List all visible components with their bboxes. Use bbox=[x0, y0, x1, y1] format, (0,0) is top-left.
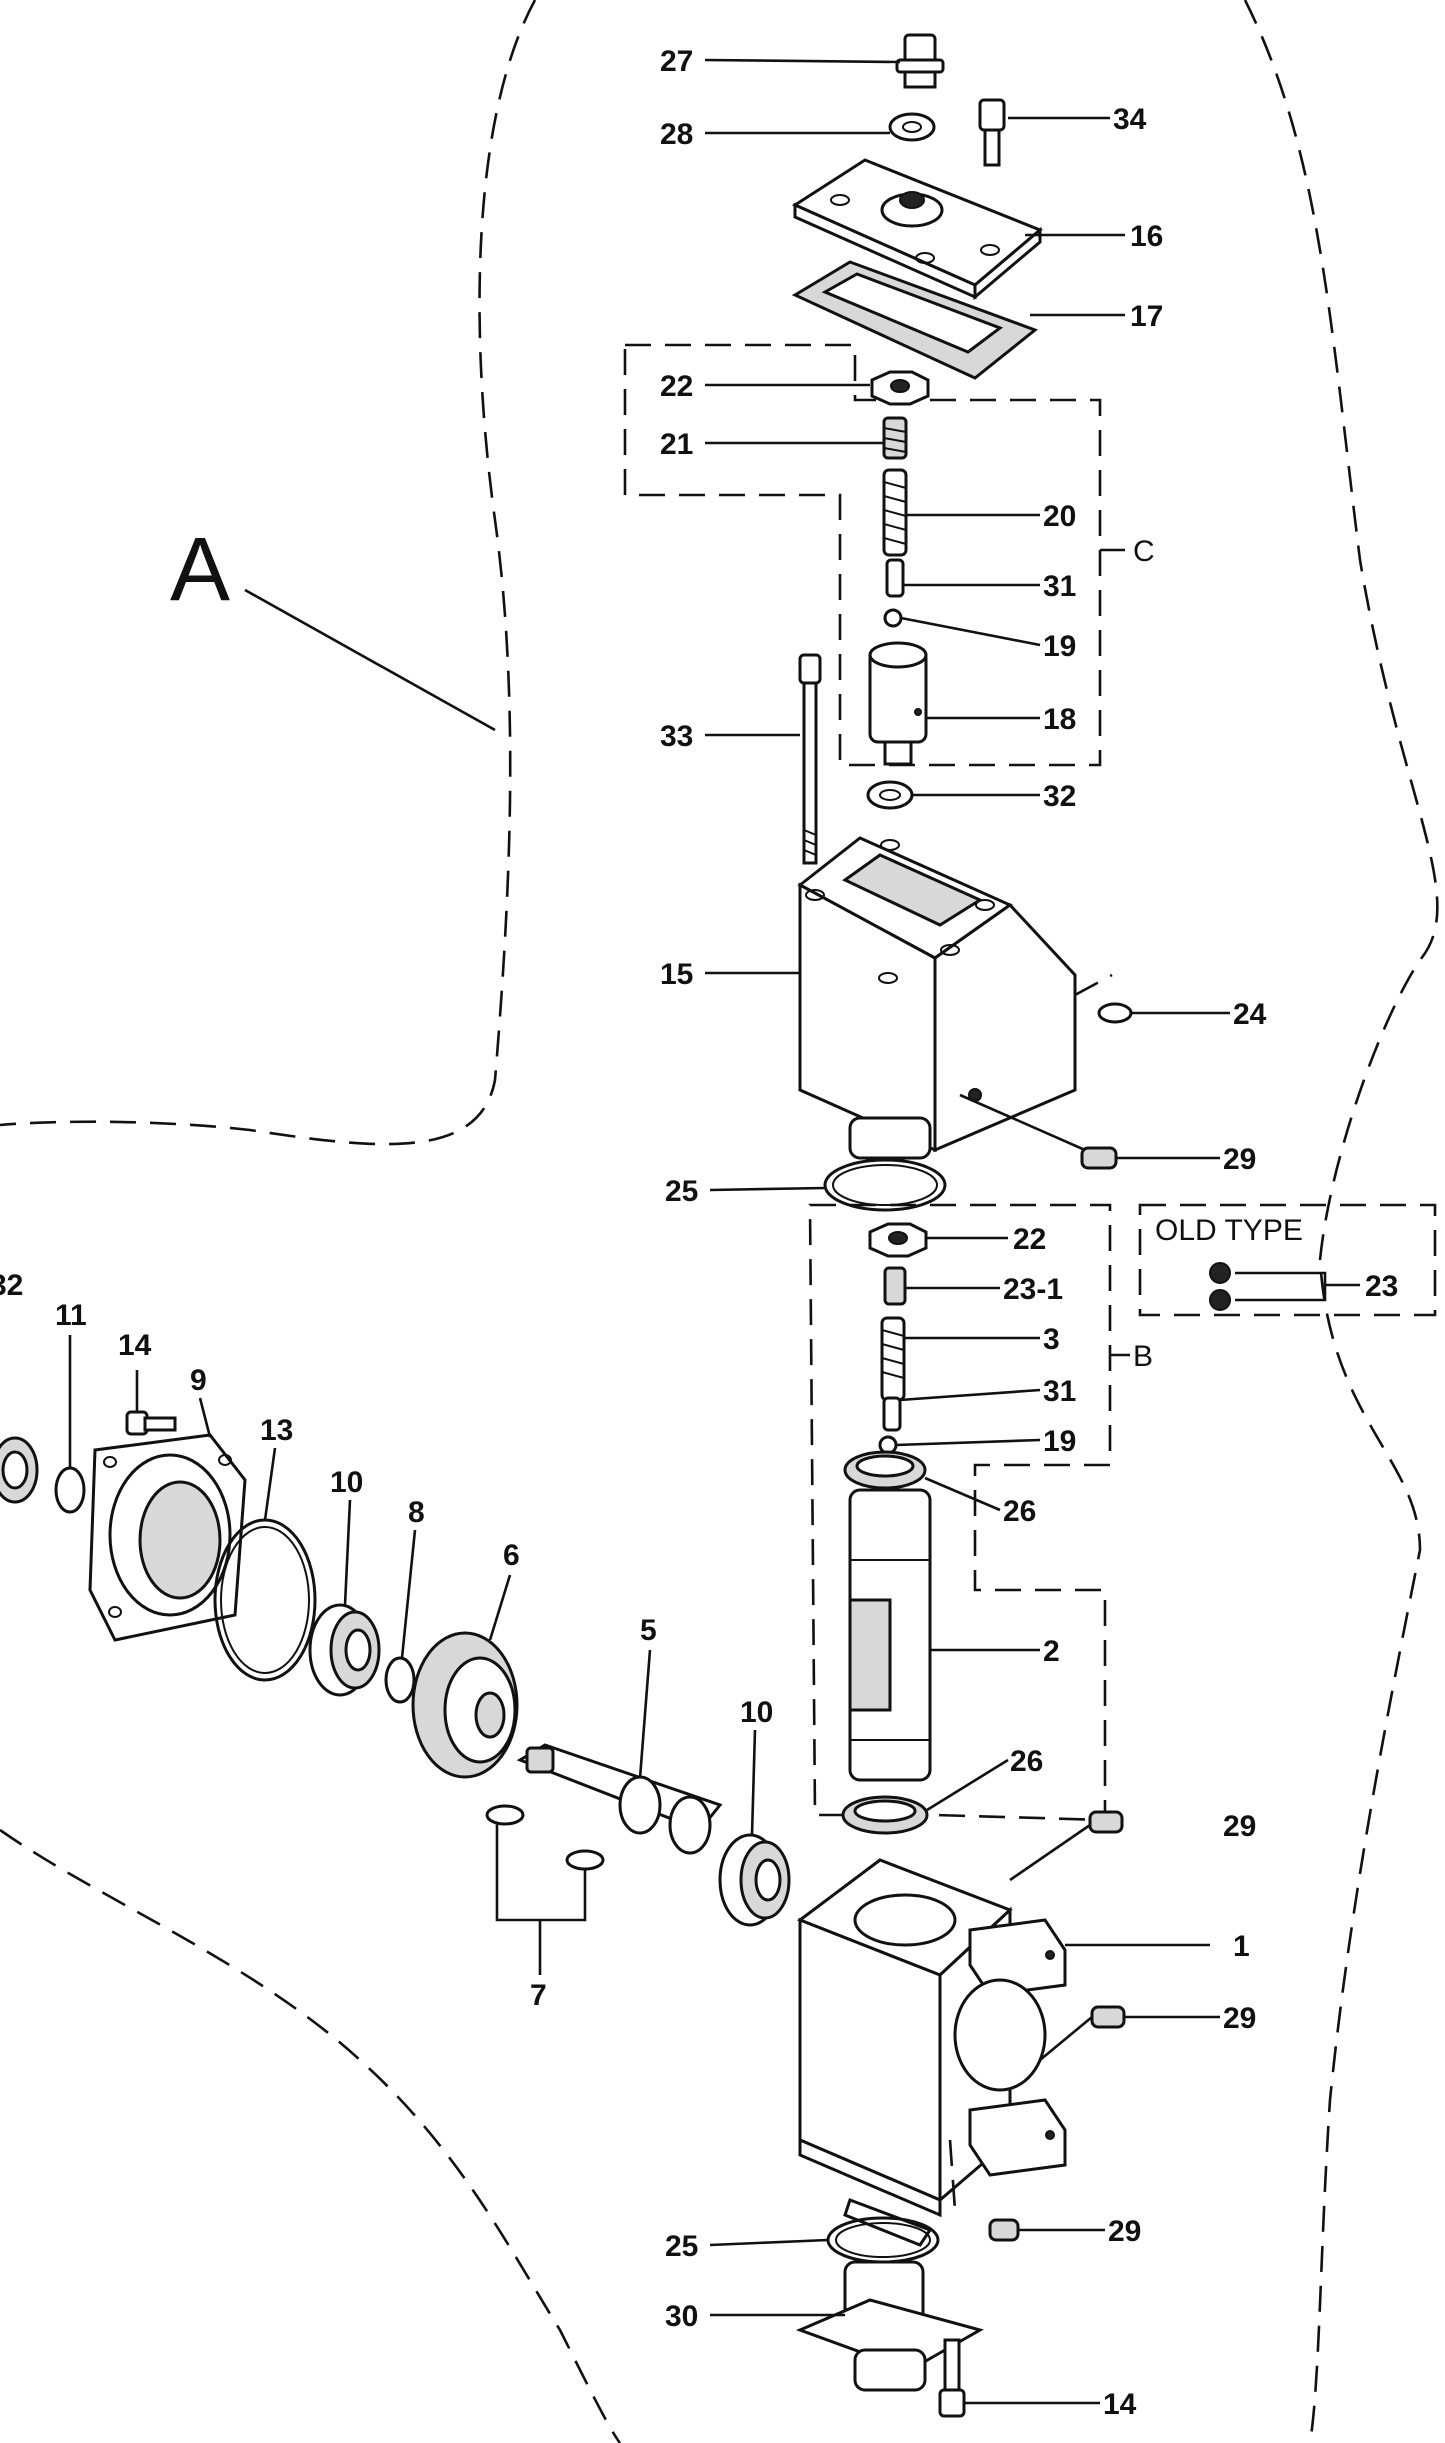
label-13: 13 bbox=[260, 1414, 293, 1447]
part-26-ring-upper bbox=[843, 1450, 927, 1490]
part-25-oring-upper bbox=[823, 1158, 947, 1212]
part-3-spring bbox=[880, 1316, 906, 1402]
label-21: 21 bbox=[660, 428, 693, 461]
label-old-type: OLD TYPE bbox=[1155, 1214, 1303, 1247]
part-labels: 27 28 34 16 17 22 21 20 C 31 19 33 18 32… bbox=[0, 45, 1398, 2421]
part-21-spring-small bbox=[882, 416, 908, 460]
label-19-upper: 19 bbox=[1043, 630, 1076, 663]
part-7-keys bbox=[485, 1804, 605, 1871]
part-10-bearing-left bbox=[308, 1603, 381, 1697]
part-5-shaft bbox=[516, 1743, 723, 1855]
label-b: B bbox=[1133, 1340, 1153, 1373]
label-27: 27 bbox=[660, 45, 693, 78]
outer-boundary-right bbox=[1243, 0, 1439, 2443]
part-29-plug-c bbox=[988, 2218, 1020, 2242]
label-26-lower: 26 bbox=[1010, 1745, 1043, 1778]
part-2-sleeve bbox=[848, 1488, 932, 1782]
outer-boundary-bottom-left bbox=[0, 1828, 622, 2443]
part-19-ball-upper bbox=[883, 608, 903, 628]
part-8-ring bbox=[384, 1656, 416, 1704]
label-29-b: 29 bbox=[1223, 2002, 1256, 2035]
part-14-bolt-lower bbox=[938, 2338, 966, 2418]
label-18: 18 bbox=[1043, 703, 1076, 736]
label-7: 7 bbox=[530, 1979, 547, 2012]
group-a-leader bbox=[244, 588, 496, 732]
label-32-left: 32 bbox=[0, 1269, 23, 1302]
label-19-lower: 19 bbox=[1043, 1425, 1076, 1458]
label-25-upper: 25 bbox=[665, 1175, 698, 1208]
label-1: 1 bbox=[1233, 1930, 1250, 1963]
part-29-plug-a bbox=[1088, 1810, 1124, 1834]
label-23-1: 23-1 bbox=[1003, 1273, 1063, 1306]
part-18-valve-body bbox=[868, 641, 928, 766]
part-14-bolt-left bbox=[125, 1410, 177, 1436]
label-10-left: 10 bbox=[330, 1466, 363, 1499]
assembly-a-boundary bbox=[0, 0, 537, 1146]
part-20-spring bbox=[882, 468, 908, 557]
part-33-long-bolt bbox=[798, 653, 822, 865]
part-28-washer bbox=[888, 112, 936, 142]
label-26-upper: 26 bbox=[1003, 1495, 1036, 1528]
label-29-a: 29 bbox=[1223, 1810, 1256, 1843]
label-2: 2 bbox=[1043, 1635, 1060, 1668]
leader-lines bbox=[68, 58, 1360, 2405]
label-8: 8 bbox=[408, 1496, 425, 1529]
label-6: 6 bbox=[503, 1539, 520, 1572]
part-32-gear-left bbox=[0, 1436, 39, 1504]
label-29-upper: 29 bbox=[1223, 1143, 1256, 1176]
label-29-c: 29 bbox=[1108, 2215, 1141, 2248]
part-24-ring bbox=[1097, 1002, 1133, 1024]
label-15: 15 bbox=[660, 958, 693, 991]
part-27-bolt bbox=[895, 33, 945, 89]
part-11-ring bbox=[54, 1466, 86, 1514]
part-22-nut-upper bbox=[870, 370, 930, 406]
part-10-bearing-right bbox=[718, 1833, 791, 1927]
part-29-plug-upper bbox=[1080, 1146, 1118, 1170]
group-c-boundary bbox=[623, 343, 1102, 767]
label-3: 3 bbox=[1043, 1323, 1060, 1356]
label-5: 5 bbox=[640, 1614, 657, 1647]
label-17: 17 bbox=[1130, 300, 1163, 333]
label-14-left: 14 bbox=[118, 1329, 152, 1362]
part-34-screw bbox=[978, 98, 1006, 167]
label-25-lower: 25 bbox=[665, 2230, 698, 2263]
part-1-main-housing bbox=[796, 1858, 1067, 2247]
label-16: 16 bbox=[1130, 220, 1163, 253]
part-22-nut-lower bbox=[868, 1222, 928, 1258]
label-10-right: 10 bbox=[740, 1696, 773, 1729]
part-30-flange bbox=[795, 2260, 984, 2392]
label-c: C bbox=[1133, 535, 1155, 568]
label-14-lower: 14 bbox=[1103, 2388, 1137, 2421]
part-31-pin-lower bbox=[882, 1396, 902, 1432]
part-17-gasket bbox=[791, 260, 1039, 380]
label-11: 11 bbox=[55, 1299, 87, 1332]
label-24: 24 bbox=[1233, 998, 1267, 1031]
group-a-label: A bbox=[170, 520, 230, 620]
label-31-upper: 31 bbox=[1043, 570, 1076, 603]
label-23: 23 bbox=[1365, 1270, 1398, 1303]
part-15-upper-housing bbox=[797, 836, 1077, 1160]
label-33: 33 bbox=[660, 720, 693, 753]
label-28: 28 bbox=[660, 118, 693, 151]
label-20: 20 bbox=[1043, 500, 1076, 533]
label-9: 9 bbox=[190, 1364, 207, 1397]
part-16-cover-plate bbox=[791, 158, 1043, 301]
part-29-plug-b bbox=[1090, 2005, 1126, 2029]
part-23-1-spring-small bbox=[883, 1266, 907, 1306]
part-32-washer-upper bbox=[866, 780, 914, 810]
label-22-upper: 22 bbox=[660, 370, 693, 403]
part-26-ring-lower bbox=[841, 1795, 929, 1835]
part-6-gear bbox=[411, 1631, 519, 1779]
label-34: 34 bbox=[1113, 103, 1147, 136]
label-30: 30 bbox=[665, 2300, 698, 2333]
label-31-lower: 31 bbox=[1043, 1375, 1076, 1408]
label-22-lower: 22 bbox=[1013, 1223, 1046, 1256]
label-32-upper: 32 bbox=[1043, 780, 1076, 813]
part-31-pin-upper bbox=[885, 558, 905, 598]
old-type-parts bbox=[1209, 1262, 1231, 1311]
